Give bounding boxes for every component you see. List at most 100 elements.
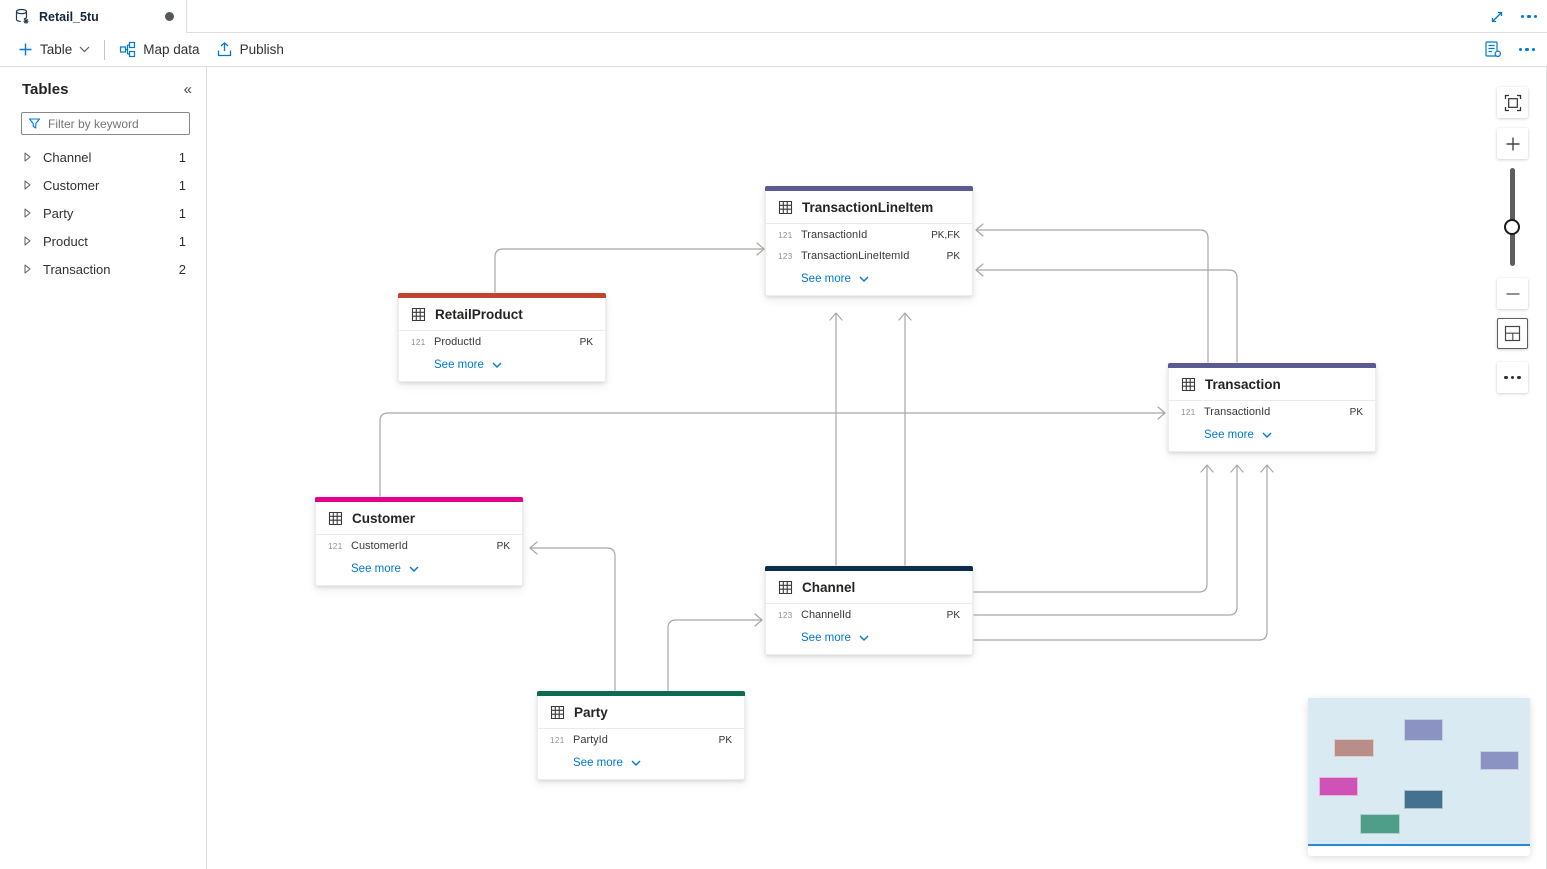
datatype-int-icon: 123 <box>778 610 793 620</box>
tab-retail-5tu[interactable]: Retail_5tu <box>0 0 187 33</box>
database-icon <box>14 8 31 25</box>
chevron-right-icon[interactable] <box>24 180 31 190</box>
see-more-label: See more <box>573 757 623 769</box>
table-name: Product <box>43 233 88 249</box>
key-badge: PK <box>946 609 960 621</box>
ellipsis-icon <box>1504 375 1521 380</box>
field-row[interactable]: 123 ChannelId PK <box>766 604 972 625</box>
chevron-down-icon <box>409 566 419 572</box>
zoom-out-button[interactable] <box>1497 278 1528 309</box>
entity-accent-bar <box>1168 363 1376 368</box>
minimap-block-channel <box>1404 790 1443 809</box>
entity-title: Channel <box>802 580 856 595</box>
entity-card-retailproduct[interactable]: RetailProduct 121 ProductId PK See more <box>398 293 606 382</box>
view-settings-icon[interactable] <box>1484 40 1503 59</box>
fit-to-screen-button[interactable] <box>1497 87 1528 118</box>
entity-accent-bar <box>765 566 973 571</box>
sidebar-item-transaction[interactable]: Transaction 2 <box>0 255 206 283</box>
datatype-long-icon: 121 <box>328 541 343 551</box>
datatype-long-icon: 121 <box>1181 407 1196 417</box>
field-name: ChannelId <box>801 609 852 621</box>
plus-icon <box>18 42 33 57</box>
filter-input[interactable] <box>21 112 190 135</box>
table-grid-icon <box>328 511 343 526</box>
entity-header: Transaction <box>1169 368 1375 401</box>
toolbar-more-button[interactable] <box>1518 47 1535 52</box>
see-more-link[interactable]: See more <box>538 750 744 779</box>
chevron-right-icon[interactable] <box>24 236 31 246</box>
entity-card-customer[interactable]: Customer 121 CustomerId PK See more <box>315 497 523 586</box>
minimap-panel[interactable] <box>1308 698 1530 856</box>
key-badge: PK <box>579 336 593 348</box>
filter-box <box>21 112 190 135</box>
tables-list: Channel 1 Customer 1 Party 1 Product 1 T… <box>0 143 206 283</box>
table-count: 1 <box>178 149 186 165</box>
minimap-toggle-button[interactable] <box>1497 318 1528 349</box>
collapse-sidebar-button[interactable]: « <box>183 81 192 98</box>
new-table-label: Table <box>40 42 73 57</box>
field-row[interactable]: 121 TransactionId PK,FK <box>766 224 972 245</box>
entity-card-party[interactable]: Party 121 PartyId PK See more <box>537 691 745 780</box>
table-grid-icon <box>778 200 793 215</box>
field-name: TransactionId <box>801 229 868 241</box>
see-more-link[interactable]: See more <box>316 556 522 585</box>
field-row[interactable]: 121 TransactionId PK <box>1169 401 1375 422</box>
entity-title: RetailProduct <box>435 307 523 322</box>
zoom-in-button[interactable] <box>1497 128 1528 159</box>
sidebar-item-customer[interactable]: Customer 1 <box>0 171 206 199</box>
publish-button[interactable]: Publish <box>208 36 292 64</box>
field-name: PartyId <box>573 734 608 746</box>
see-more-link[interactable]: See more <box>766 625 972 654</box>
table-grid-icon <box>550 705 565 720</box>
see-more-label: See more <box>434 359 484 371</box>
chevron-down-icon <box>1262 432 1272 438</box>
table-count: 2 <box>178 261 186 277</box>
datatype-long-icon: 121 <box>411 337 426 347</box>
minimap-block-customer <box>1319 777 1358 796</box>
table-count: 1 <box>178 233 186 249</box>
entity-header: TransactionLineItem <box>766 191 972 224</box>
map-data-icon <box>119 41 136 58</box>
chevron-down-icon <box>79 46 90 53</box>
field-name: TransactionLineItemId <box>801 250 910 262</box>
see-more-link[interactable]: See more <box>1169 422 1375 451</box>
table-grid-icon <box>1181 377 1196 392</box>
tab-title: Retail_5tu <box>39 9 99 24</box>
zoom-slider-track[interactable] <box>1510 168 1515 266</box>
see-more-link[interactable]: See more <box>399 352 605 381</box>
chevron-right-icon[interactable] <box>24 264 31 274</box>
entity-title: TransactionLineItem <box>802 200 934 215</box>
entity-header: Customer <box>316 502 522 535</box>
chevron-down-icon <box>859 635 869 641</box>
sidebar-item-product[interactable]: Product 1 <box>0 227 206 255</box>
entity-card-transaction[interactable]: Transaction 121 TransactionId PK See mor… <box>1168 363 1376 452</box>
sidebar-item-party[interactable]: Party 1 <box>0 199 206 227</box>
see-more-link[interactable]: See more <box>766 266 972 295</box>
entity-accent-bar <box>315 497 523 502</box>
minimap-block-transactionlineitem <box>1404 719 1443 741</box>
field-row[interactable]: 121 PartyId PK <box>538 729 744 750</box>
map-data-button[interactable]: Map data <box>111 36 207 64</box>
chevron-right-icon[interactable] <box>24 152 31 162</box>
see-more-label: See more <box>1204 429 1254 441</box>
entity-title: Transaction <box>1205 377 1281 392</box>
expand-diagonal-icon[interactable] <box>1489 9 1505 25</box>
field-row[interactable]: 121 CustomerId PK <box>316 535 522 556</box>
zoom-slider-thumb[interactable] <box>1504 219 1520 235</box>
canvas-more-options-button[interactable] <box>1497 362 1528 393</box>
filter-icon <box>28 117 41 130</box>
sidebar-item-channel[interactable]: Channel 1 <box>0 143 206 171</box>
entity-accent-bar <box>398 293 606 298</box>
tab-more-button[interactable] <box>1520 14 1537 19</box>
minimap-block-party <box>1360 814 1400 834</box>
field-row[interactable]: 123 TransactionLineItemId PK <box>766 245 972 266</box>
entity-card-transactionlineitem[interactable]: TransactionLineItem 121 TransactionId PK… <box>765 186 973 296</box>
entity-card-channel[interactable]: Channel 123 ChannelId PK See more <box>765 566 973 655</box>
field-row[interactable]: 121 ProductId PK <box>399 331 605 352</box>
map-data-label: Map data <box>143 42 200 57</box>
chevron-down-icon <box>859 276 869 282</box>
new-table-button[interactable]: Table <box>10 36 98 64</box>
chevron-right-icon[interactable] <box>24 208 31 218</box>
datatype-long-icon: 121 <box>778 230 793 240</box>
